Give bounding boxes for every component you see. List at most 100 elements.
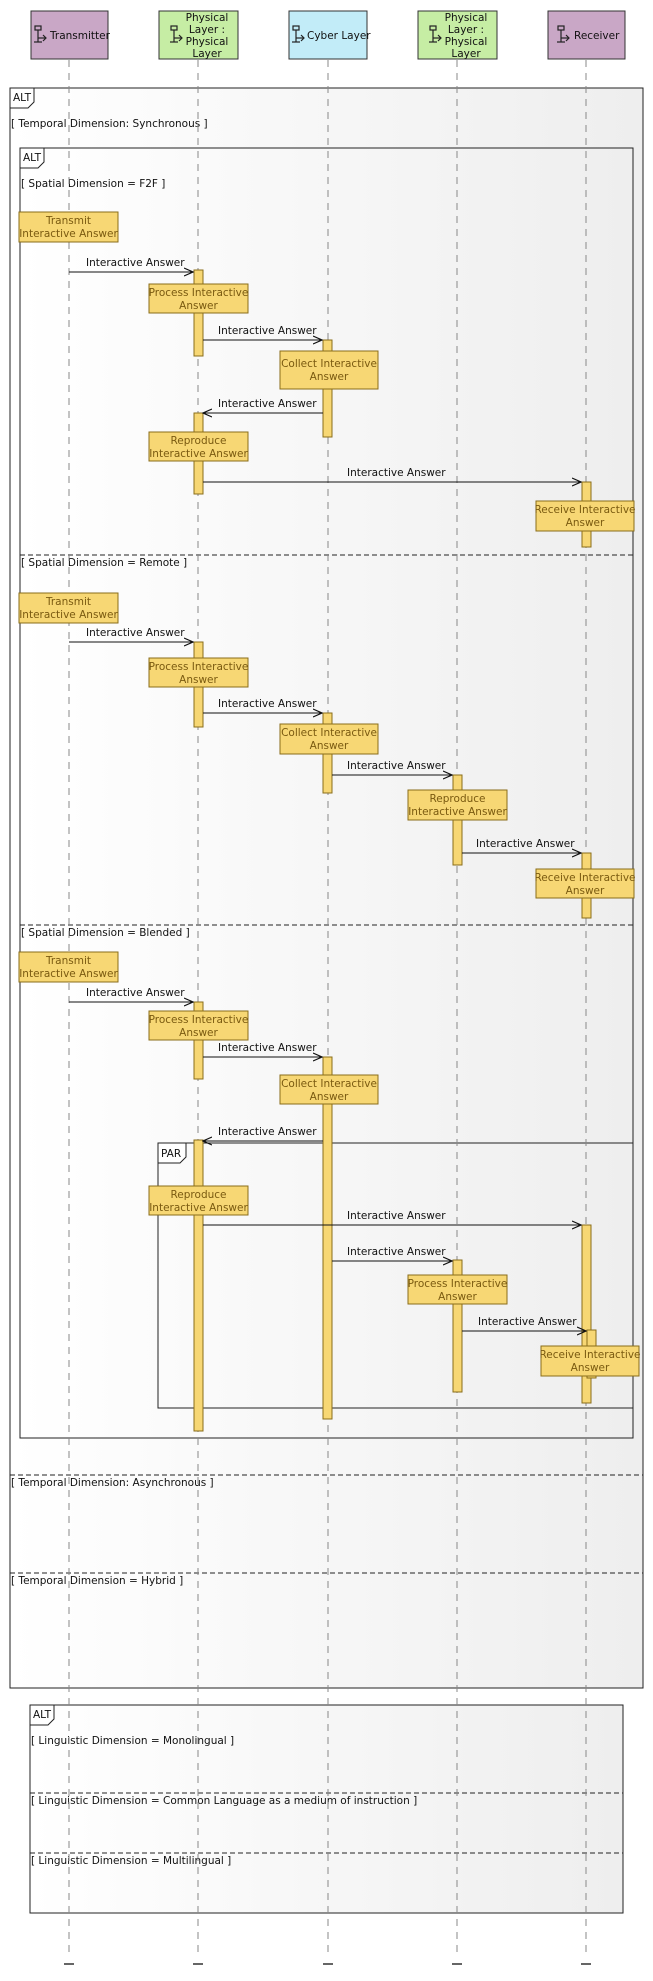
note-process: Process Interactive Answer	[148, 283, 249, 314]
note-transmit: Transmit Interactive Answer	[18, 951, 119, 983]
note-reproduce: Reproduce Interactive Answer	[407, 789, 508, 821]
svg-text:Receive Interactive: Receive Interactive	[534, 872, 635, 884]
message-label: Interactive Answer	[86, 627, 185, 639]
note-receive: Receive Interactive Answer	[534, 868, 636, 899]
frame-tag-par: PAR	[161, 1148, 181, 1160]
svg-text:Collect Interactive: Collect Interactive	[281, 358, 377, 370]
frame-tag-alt: ALT	[33, 1709, 52, 1721]
participant-label: Layer	[451, 48, 481, 60]
svg-text:Answer: Answer	[310, 1091, 349, 1103]
message-label: Interactive Answer	[347, 1210, 446, 1222]
svg-text:Interactive Answer: Interactive Answer	[19, 609, 118, 621]
frame-par: PAR	[157, 1142, 634, 1409]
participant-label: Receiver	[574, 30, 620, 42]
svg-text:Transmit: Transmit	[45, 596, 91, 608]
note-process: Process Interactive Answer	[407, 1274, 508, 1305]
note-process: Process Interactive Answer	[148, 1010, 249, 1041]
svg-text:Interactive Answer: Interactive Answer	[19, 968, 118, 980]
message-label: Interactive Answer	[218, 325, 317, 337]
svg-text:Answer: Answer	[179, 300, 218, 312]
message-label: Interactive Answer	[478, 1316, 577, 1328]
participant-label: Transmitter	[49, 30, 111, 42]
svg-text:Answer: Answer	[566, 885, 605, 897]
svg-text:Answer: Answer	[179, 674, 218, 686]
frame-tag-alt: ALT	[13, 92, 32, 104]
message-label: Interactive Answer	[218, 1042, 317, 1054]
messages: Interactive Answer Interactive Answer In…	[69, 257, 586, 1331]
svg-text:Interactive Answer: Interactive Answer	[149, 1202, 248, 1214]
note-collect: Collect Interactive Answer	[279, 1074, 379, 1105]
svg-text:Answer: Answer	[571, 1362, 610, 1374]
note-process: Process Interactive Answer	[148, 657, 249, 688]
message-label: Interactive Answer	[476, 838, 575, 850]
participant-label: Layer :	[189, 24, 225, 36]
note-collect: Collect Interactive Answer	[279, 350, 379, 390]
svg-text:Answer: Answer	[566, 517, 605, 529]
svg-text:Collect Interactive: Collect Interactive	[281, 1078, 377, 1090]
note-transmit: Transmit Interactive Answer	[18, 211, 119, 243]
note-receive: Receive Interactive Answer	[539, 1345, 641, 1377]
component-icon	[170, 25, 183, 43]
svg-text:Reproduce: Reproduce	[170, 1189, 226, 1201]
message-label: Interactive Answer	[218, 698, 317, 710]
svg-text:Collect Interactive: Collect Interactive	[281, 727, 377, 739]
component-icon	[34, 25, 47, 43]
note-transmit: Transmit Interactive Answer	[18, 592, 119, 624]
guard-linguistic-common: [ Linguistic Dimension = Common Language…	[31, 1795, 417, 1807]
participant-transmitter: Transmitter	[30, 10, 111, 60]
svg-text:Process Interactive: Process Interactive	[149, 661, 249, 673]
svg-text:Answer: Answer	[179, 1027, 218, 1039]
notes: Transmit Interactive Answer Process Inte…	[18, 211, 641, 1377]
svg-text:Answer: Answer	[310, 371, 349, 383]
svg-text:Interactive Answer: Interactive Answer	[149, 448, 248, 460]
svg-text:Interactive Answer: Interactive Answer	[408, 806, 507, 818]
component-icon	[429, 25, 442, 43]
participant-physical-layer-2: Physical Layer : Physical Layer	[417, 10, 498, 60]
guard-linguistic-mono: [ Linguistic Dimension = Monolingual ]	[31, 1735, 234, 1747]
note-reproduce: Reproduce Interactive Answer	[148, 1185, 249, 1216]
svg-text:Process Interactive: Process Interactive	[149, 287, 249, 299]
note-collect: Collect Interactive Answer	[279, 723, 379, 755]
message-label: Interactive Answer	[347, 760, 446, 772]
guard-temporal-hybrid: [ Temporal Dimension = Hybrid ]	[11, 1575, 183, 1587]
svg-text:Interactive Answer: Interactive Answer	[19, 228, 118, 240]
svg-text:Reproduce: Reproduce	[429, 793, 485, 805]
temporal-else-sections: [ Temporal Dimension: Asynchronous ] [ T…	[10, 1474, 643, 1587]
guard-linguistic-multi: [ Linguistic Dimension = Multilingual ]	[31, 1855, 231, 1867]
guard-spatial-blended: [ Spatial Dimension = Blended ]	[21, 927, 190, 939]
note-reproduce: Reproduce Interactive Answer	[148, 431, 249, 462]
guard-spatial-remote: [ Spatial Dimension = Remote ]	[21, 557, 187, 569]
frame-linguistic-alt: ALT [ Linguistic Dimension = Monolingual…	[29, 1704, 624, 1914]
note-receive: Receive Interactive Answer	[534, 500, 636, 532]
component-icon	[292, 25, 305, 43]
participant-label: Cyber Layer	[307, 30, 371, 42]
svg-text:Transmit: Transmit	[45, 955, 91, 967]
participant-cyber-layer: Cyber Layer	[288, 10, 371, 60]
participant-receiver: Receiver	[547, 10, 626, 60]
message-label: Interactive Answer	[347, 467, 446, 479]
svg-text:Process Interactive: Process Interactive	[408, 1278, 508, 1290]
message-label: Interactive Answer	[86, 257, 185, 269]
participant-label: Layer	[192, 48, 222, 60]
guard-spatial-f2f: [ Spatial Dimension = F2F ]	[21, 178, 165, 190]
participant-label: Layer :	[448, 24, 484, 36]
svg-text:Process Interactive: Process Interactive	[149, 1014, 249, 1026]
svg-text:Answer: Answer	[310, 740, 349, 752]
guard-temporal-async: [ Temporal Dimension: Asynchronous ]	[11, 1477, 214, 1489]
participant-label: Physical	[445, 36, 488, 48]
guard-temporal-sync: [ Temporal Dimension: Synchronous ]	[11, 118, 208, 130]
message-label: Interactive Answer	[218, 398, 317, 410]
svg-text:Reproduce: Reproduce	[170, 435, 226, 447]
component-icon	[557, 25, 570, 43]
svg-text:Receive Interactive: Receive Interactive	[539, 1349, 640, 1361]
message-label: Interactive Answer	[347, 1246, 446, 1258]
svg-text:Transmit: Transmit	[45, 215, 91, 227]
participant-physical-layer-1: Physical Layer : Physical Layer	[158, 10, 239, 60]
participant-label: Physical	[445, 12, 488, 24]
participant-label: Physical	[186, 12, 229, 24]
svg-text:Answer: Answer	[438, 1291, 477, 1303]
message-label: Interactive Answer	[86, 987, 185, 999]
message-label: Interactive Answer	[218, 1126, 317, 1138]
svg-text:Receive Interactive: Receive Interactive	[534, 504, 635, 516]
frame-tag-alt: ALT	[23, 152, 42, 164]
